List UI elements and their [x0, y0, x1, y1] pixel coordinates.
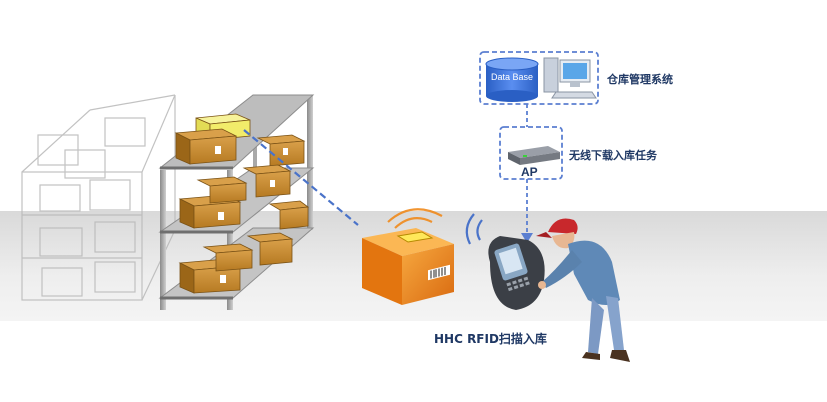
- handheld-signal-waves: [465, 213, 483, 245]
- warehouse-system-label: 仓库管理系统: [607, 73, 673, 86]
- handheld-rfid-reader-icon: [488, 236, 545, 310]
- wireless-task-label: 无线下载入库任务: [569, 149, 657, 162]
- wireless-access-point-icon: [508, 146, 560, 165]
- rfid-scan-link: [243, 129, 359, 226]
- hhc-rfid-caption: HHC RFID扫描入库: [434, 332, 547, 346]
- faded-back-shelf: [21, 94, 176, 301]
- ap-label: AP: [521, 165, 538, 179]
- ap-group-frame: [499, 126, 563, 180]
- rfid-tagged-box-icon: [362, 208, 454, 305]
- desktop-computer-icon: [543, 57, 597, 99]
- warehouse-worker-icon: [536, 218, 630, 362]
- system-group-frame: [479, 51, 599, 105]
- shelf-boxes: [174, 113, 310, 294]
- database-label: Data Base: [490, 72, 534, 82]
- database-cylinder-icon: [485, 57, 539, 102]
